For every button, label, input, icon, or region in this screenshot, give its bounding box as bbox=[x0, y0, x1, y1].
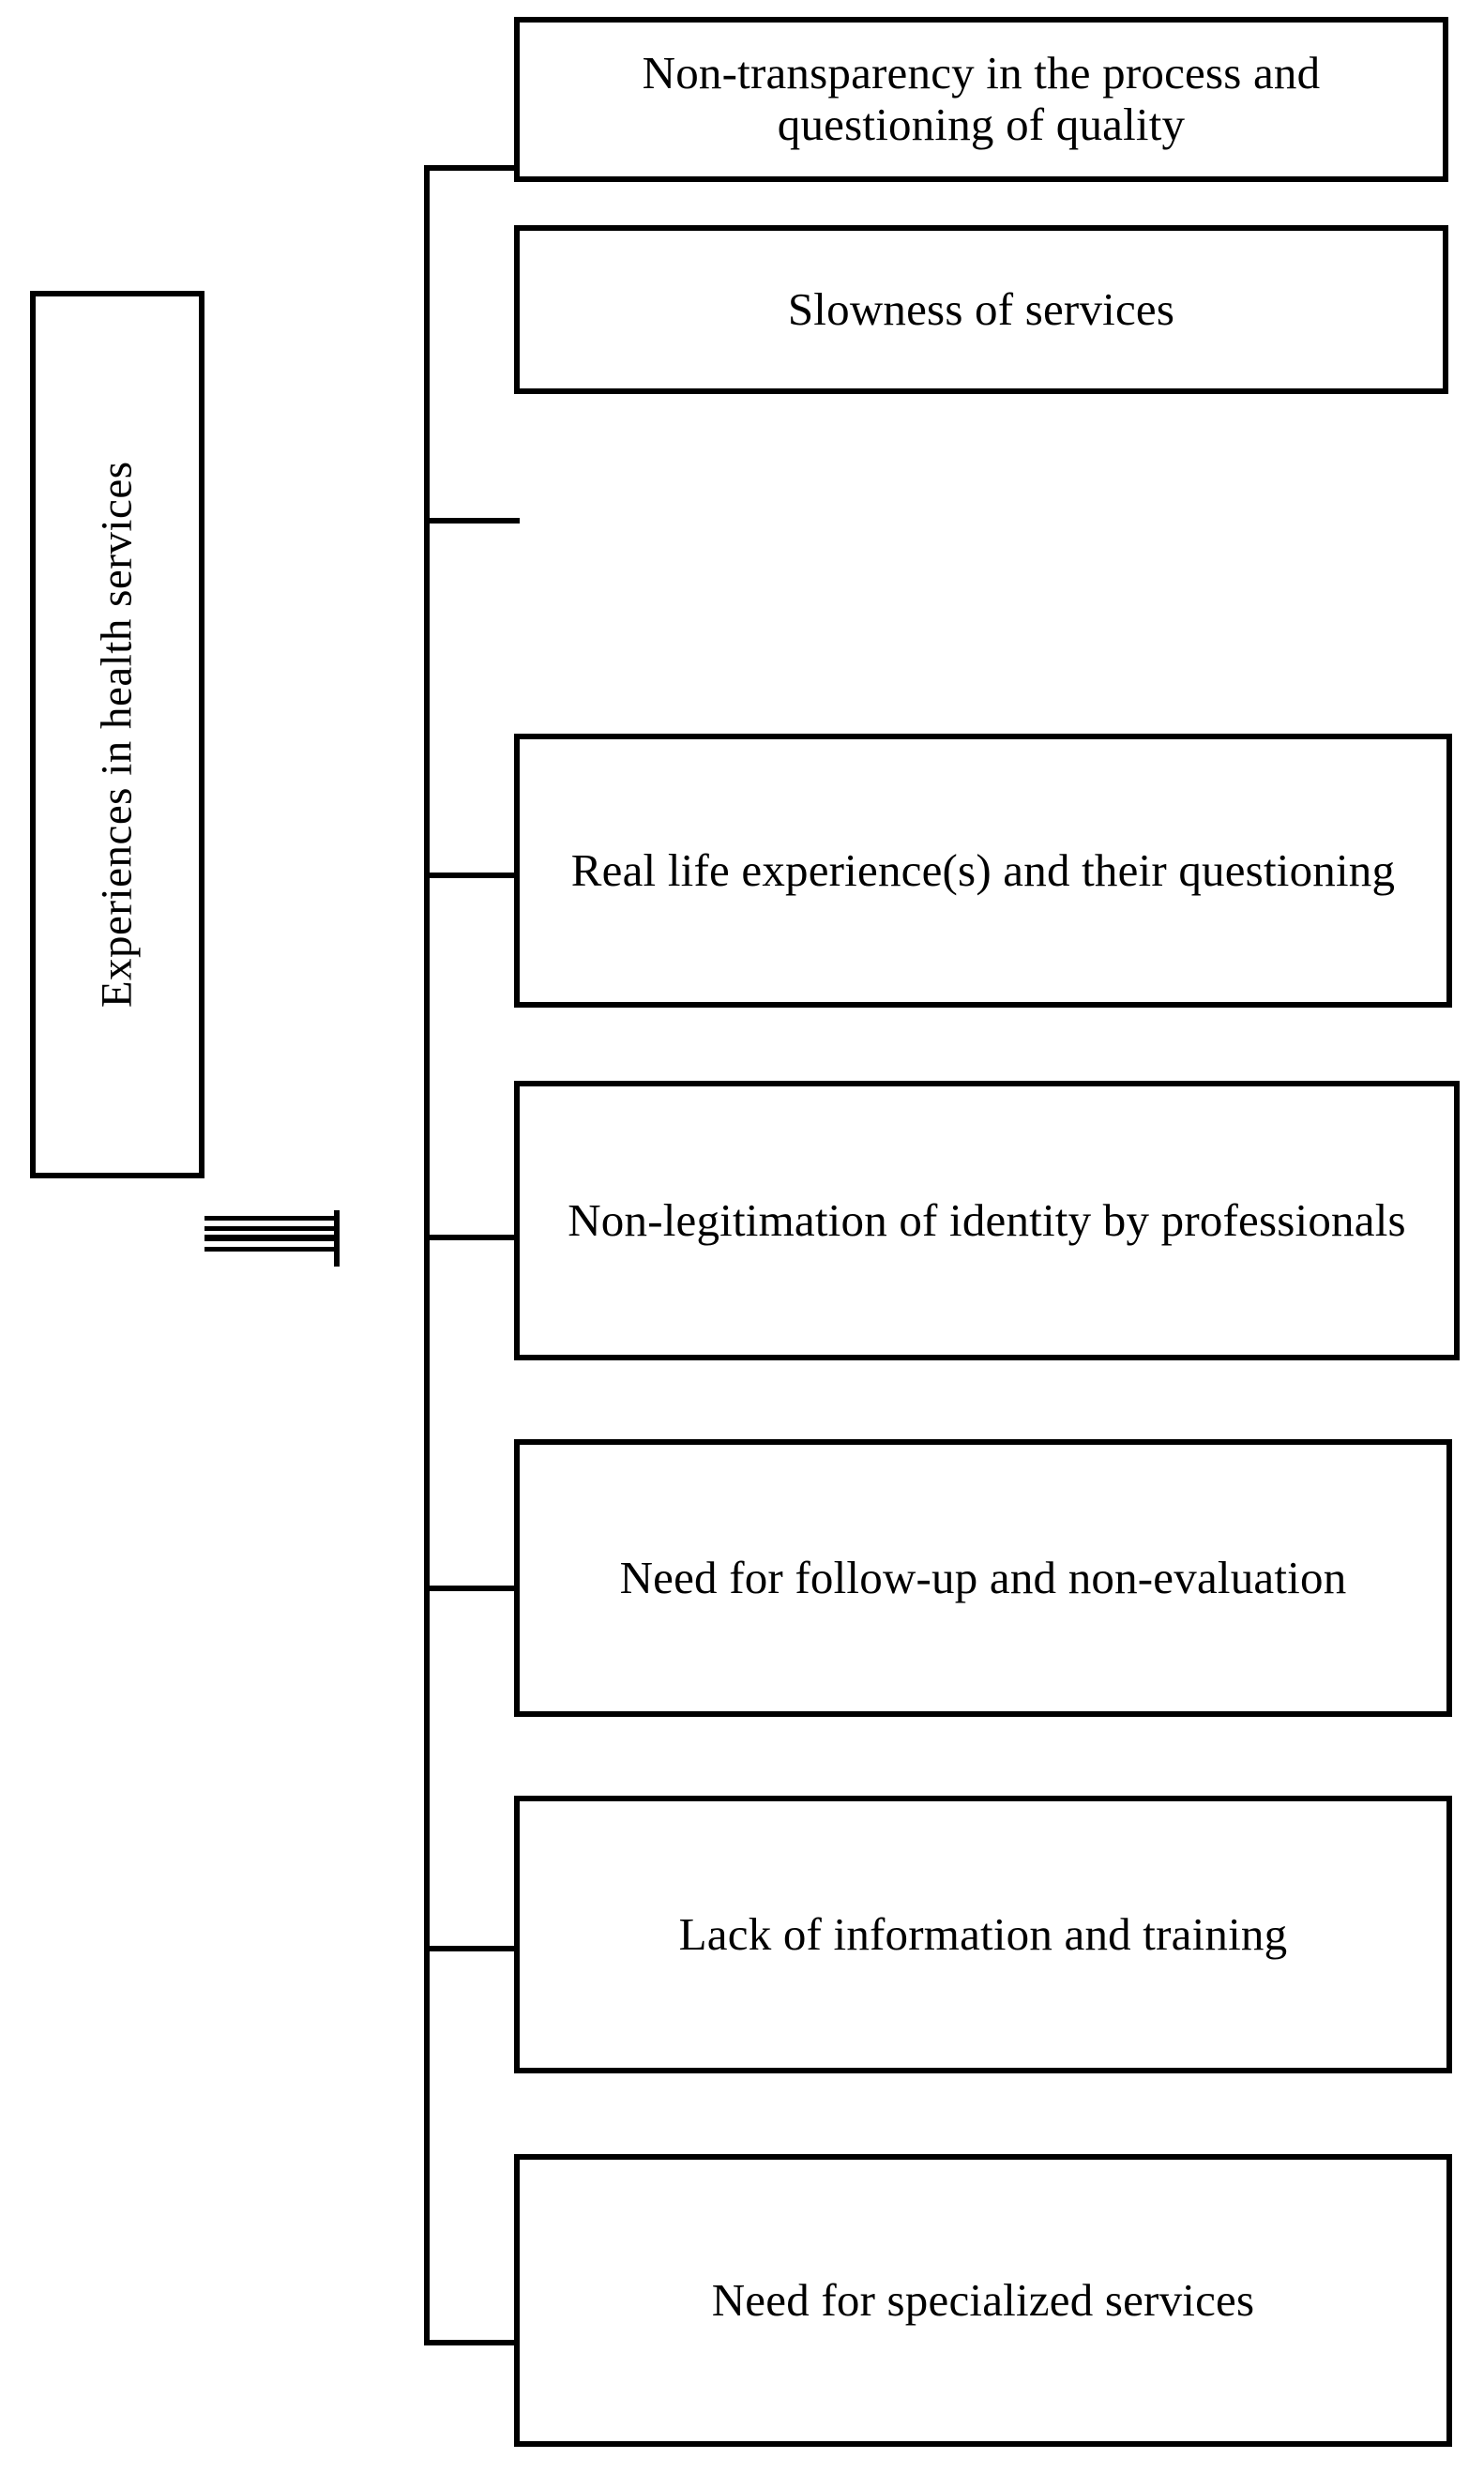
connector-stub-7 bbox=[424, 2340, 520, 2345]
connector-stub-2 bbox=[424, 518, 520, 524]
root-node[interactable]: Experiences in health services bbox=[30, 291, 204, 1178]
branch-node-6-label: Lack of information and training bbox=[678, 1907, 1288, 1960]
branch-node-4-label: Non-legitimation of identity by professi… bbox=[568, 1193, 1406, 1246]
branch-node-2[interactable]: Slowness of services bbox=[514, 225, 1448, 394]
branch-node-7-label: Need for specialized services bbox=[711, 2273, 1255, 2326]
branch-node-1[interactable]: Non-transparency in the process and ques… bbox=[514, 17, 1448, 182]
branch-node-3-label: Real life experience(s) and their questi… bbox=[570, 843, 1396, 896]
connector-junction-stack bbox=[204, 1216, 334, 1259]
branch-node-1-label: Non-transparency in the process and ques… bbox=[642, 47, 1321, 150]
connector-trunk-upper bbox=[424, 165, 430, 1240]
branch-node-2-label: Slowness of services bbox=[787, 282, 1175, 335]
branch-node-4[interactable]: Non-legitimation of identity by professi… bbox=[514, 1081, 1460, 1360]
branch-node-5-label: Need for follow-up and non-evaluation bbox=[619, 1551, 1347, 1603]
connector-stub-4 bbox=[424, 1235, 520, 1240]
branch-node-6[interactable]: Lack of information and training bbox=[514, 1796, 1452, 2073]
branch-node-7[interactable]: Need for specialized services bbox=[514, 2154, 1452, 2447]
root-node-label: Experiences in health services bbox=[92, 461, 142, 1009]
branch-node-5[interactable]: Need for follow-up and non-evaluation bbox=[514, 1439, 1452, 1717]
connector-stub-3 bbox=[424, 873, 520, 878]
branch-node-3[interactable]: Real life experience(s) and their questi… bbox=[514, 734, 1452, 1008]
connector-stub-5 bbox=[424, 1586, 520, 1591]
connector-trunk-lower bbox=[424, 1235, 430, 2344]
connector-riser bbox=[334, 1210, 340, 1267]
connector-stub-1 bbox=[424, 165, 520, 171]
connector-stub-6 bbox=[424, 1946, 520, 1951]
